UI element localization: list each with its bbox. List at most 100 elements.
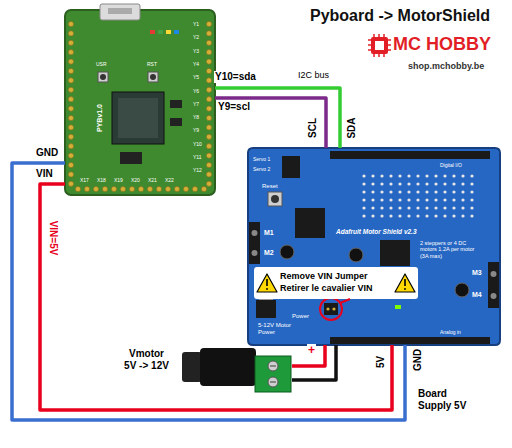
pin-hole (84, 186, 89, 191)
pin-hole (68, 162, 73, 167)
proto-hole (407, 198, 410, 201)
proto-hole (398, 174, 401, 177)
proto-hole (470, 182, 473, 185)
proto-hole (407, 174, 410, 177)
proto-hole (461, 174, 464, 177)
pin-label: Y8 (193, 115, 199, 121)
pin-hole (206, 21, 211, 26)
pin-label: Y1 (193, 22, 199, 28)
proto-hole (362, 182, 365, 185)
callout-note: Retirer le cavalier VIN (280, 283, 373, 293)
pin-name: 5V (375, 356, 387, 368)
diagram-title: Pyboard -> MotorShield (310, 7, 490, 25)
pin-hole (68, 106, 73, 111)
proto-hole (407, 214, 410, 217)
proto-hole (371, 182, 374, 185)
board-name: PYBv1.0 (96, 104, 104, 132)
pin-hole (68, 68, 73, 73)
pin-hole (206, 106, 211, 111)
wire (292, 345, 325, 366)
pin-hole (68, 31, 73, 36)
proto-hole (452, 198, 455, 201)
pin-hole (206, 153, 211, 158)
proto-hole (371, 174, 374, 177)
pin-hole (206, 125, 211, 130)
proto-hole (380, 206, 383, 209)
wire-label: Y10=sda (214, 71, 257, 83)
pyboard-drawing (65, 4, 215, 195)
warning-callout (254, 267, 418, 303)
pin-label: X21 (148, 178, 157, 184)
pin-hole (68, 144, 73, 149)
pin-label: Y11 (193, 155, 202, 161)
dc-jack-drawing (182, 348, 291, 392)
wire (40, 184, 392, 410)
proto-hole (461, 214, 464, 217)
pin-hole (206, 87, 211, 92)
pin-hole (156, 186, 161, 191)
pin-hole (206, 144, 211, 149)
proto-hole (434, 206, 437, 209)
proto-hole (425, 190, 428, 193)
proto-hole (380, 214, 383, 217)
pyboard: PYBv1.0 (65, 10, 215, 195)
proto-hole (407, 190, 410, 193)
proto-hole (434, 190, 437, 193)
pin-hole (68, 21, 73, 26)
proto-hole (416, 214, 419, 217)
pin-label: Y10 (193, 142, 202, 148)
proto-hole (398, 206, 401, 209)
proto-hole (407, 206, 410, 209)
logo-text: MC HOBBY (393, 34, 491, 55)
proto-hole (461, 190, 464, 193)
proto-hole (425, 206, 428, 209)
proto-hole (371, 190, 374, 193)
proto-hole (380, 198, 383, 201)
proto-hole (416, 198, 419, 201)
pin-hole (206, 50, 211, 55)
pin-hole (206, 68, 211, 73)
proto-hole (380, 190, 383, 193)
pin-hole (68, 87, 73, 92)
pin-hole (206, 31, 211, 36)
silk-label: 5-12V Motor Power (258, 322, 303, 336)
pin-hole (206, 172, 211, 177)
pin-hole (174, 186, 179, 191)
pin-label: Y9 (193, 128, 199, 134)
proto-hole (470, 206, 473, 209)
proto-hole (452, 190, 455, 193)
pin-hole (68, 172, 73, 177)
proto-hole (371, 214, 374, 217)
proto-hole (443, 206, 446, 209)
proto-hole (416, 190, 419, 193)
silk-label: Servo 2 (253, 167, 270, 173)
proto-hole (416, 174, 419, 177)
dc-jack: Vmotor 5V -> 12V (180, 338, 292, 396)
pin-hole (206, 162, 211, 167)
pin-label: Y12 (193, 168, 202, 174)
pin-hole (206, 59, 211, 64)
proto-hole (461, 182, 464, 185)
silk-label: Reset (262, 183, 278, 190)
proto-hole (470, 198, 473, 201)
button-name: RST (147, 62, 157, 68)
proto-hole (362, 206, 365, 209)
wire (215, 88, 340, 148)
proto-hole (371, 206, 374, 209)
proto-hole (470, 174, 473, 177)
pin-hole (147, 186, 152, 191)
signal-name: SCL (307, 118, 319, 138)
pin-hole (68, 50, 73, 55)
pin-hole (206, 97, 211, 102)
proto-hole (389, 214, 392, 217)
pin-hole (68, 125, 73, 130)
proto-hole (407, 182, 410, 185)
proto-hole (425, 198, 428, 201)
motor-port: M3 (472, 269, 482, 277)
pin-label: X17 (80, 178, 89, 184)
proto-hole (443, 174, 446, 177)
proto-hole (443, 198, 446, 201)
proto-hole (443, 190, 446, 193)
proto-hole (470, 190, 473, 193)
proto-hole (380, 182, 383, 185)
